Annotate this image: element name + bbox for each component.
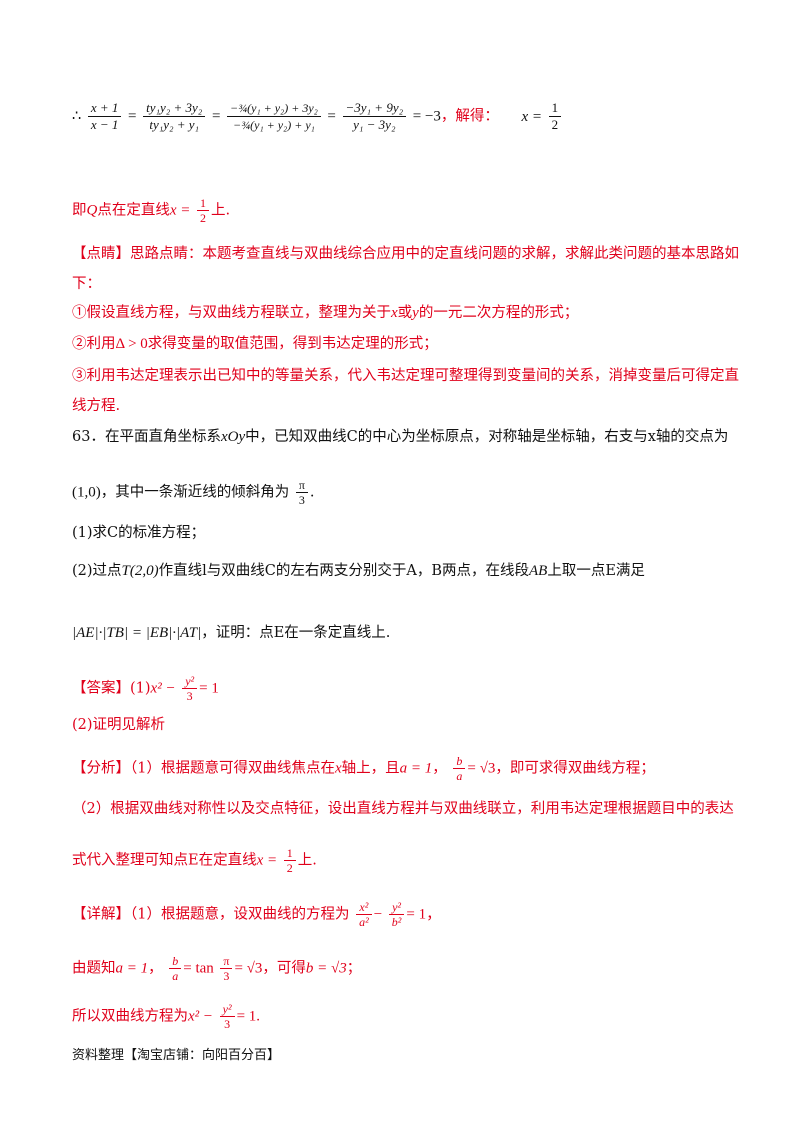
problem-part-1: (1)求C的标准方程； bbox=[72, 525, 206, 541]
footer-source: 资料整理【淘宝店铺：向阳百分百】 bbox=[72, 1048, 281, 1063]
tip-line-3: ①假设直线方程，与双曲线方程联立，整理为关于x或y的一元二次方程的形式； bbox=[72, 305, 579, 321]
tip-line-5: ③利用韦达定理表示出已知中的等量关系，代入韦达定理可整理得到变量间的关系，消掉变… bbox=[72, 368, 739, 384]
answer-part-2: (2)证明见解析 bbox=[72, 717, 166, 733]
tip-line-2: 下： bbox=[72, 276, 101, 292]
problem-part-2: (2)过点T(2,0)作直线l与双曲线C的左右两支分别交于A，B两点，在线段AB… bbox=[72, 563, 645, 579]
fraction: −¾(y₁ + y₂) + 3y₂ −¾(y₁ + y₂) + y₁ bbox=[227, 100, 321, 133]
tip-line-6: 线方程. bbox=[72, 398, 121, 414]
tip-line-1: 【点睛】思路点睛：本题考查直线与双曲线综合应用中的定直线问题的求解，求解此类问题… bbox=[72, 246, 739, 262]
problem-line-1: 63．在平面直角坐标系xOy中，已知双曲线C的中心为坐标原点，对称轴是坐标轴，右… bbox=[72, 429, 729, 445]
problem-part-2-cont: |AE|·|TB| = |EB|·|AT|，证明：点E在一条定直线上. bbox=[72, 625, 391, 641]
tip-line-4: ②利用Δ > 0求得变量的取值范围，得到韦达定理的形式； bbox=[72, 336, 438, 352]
therefore-symbol: ∴ bbox=[72, 108, 82, 125]
analysis-line-2: （2）根据双曲线对称性以及交点特征，设出直线方程并与双曲线联立，利用韦达定理根据… bbox=[72, 801, 734, 817]
